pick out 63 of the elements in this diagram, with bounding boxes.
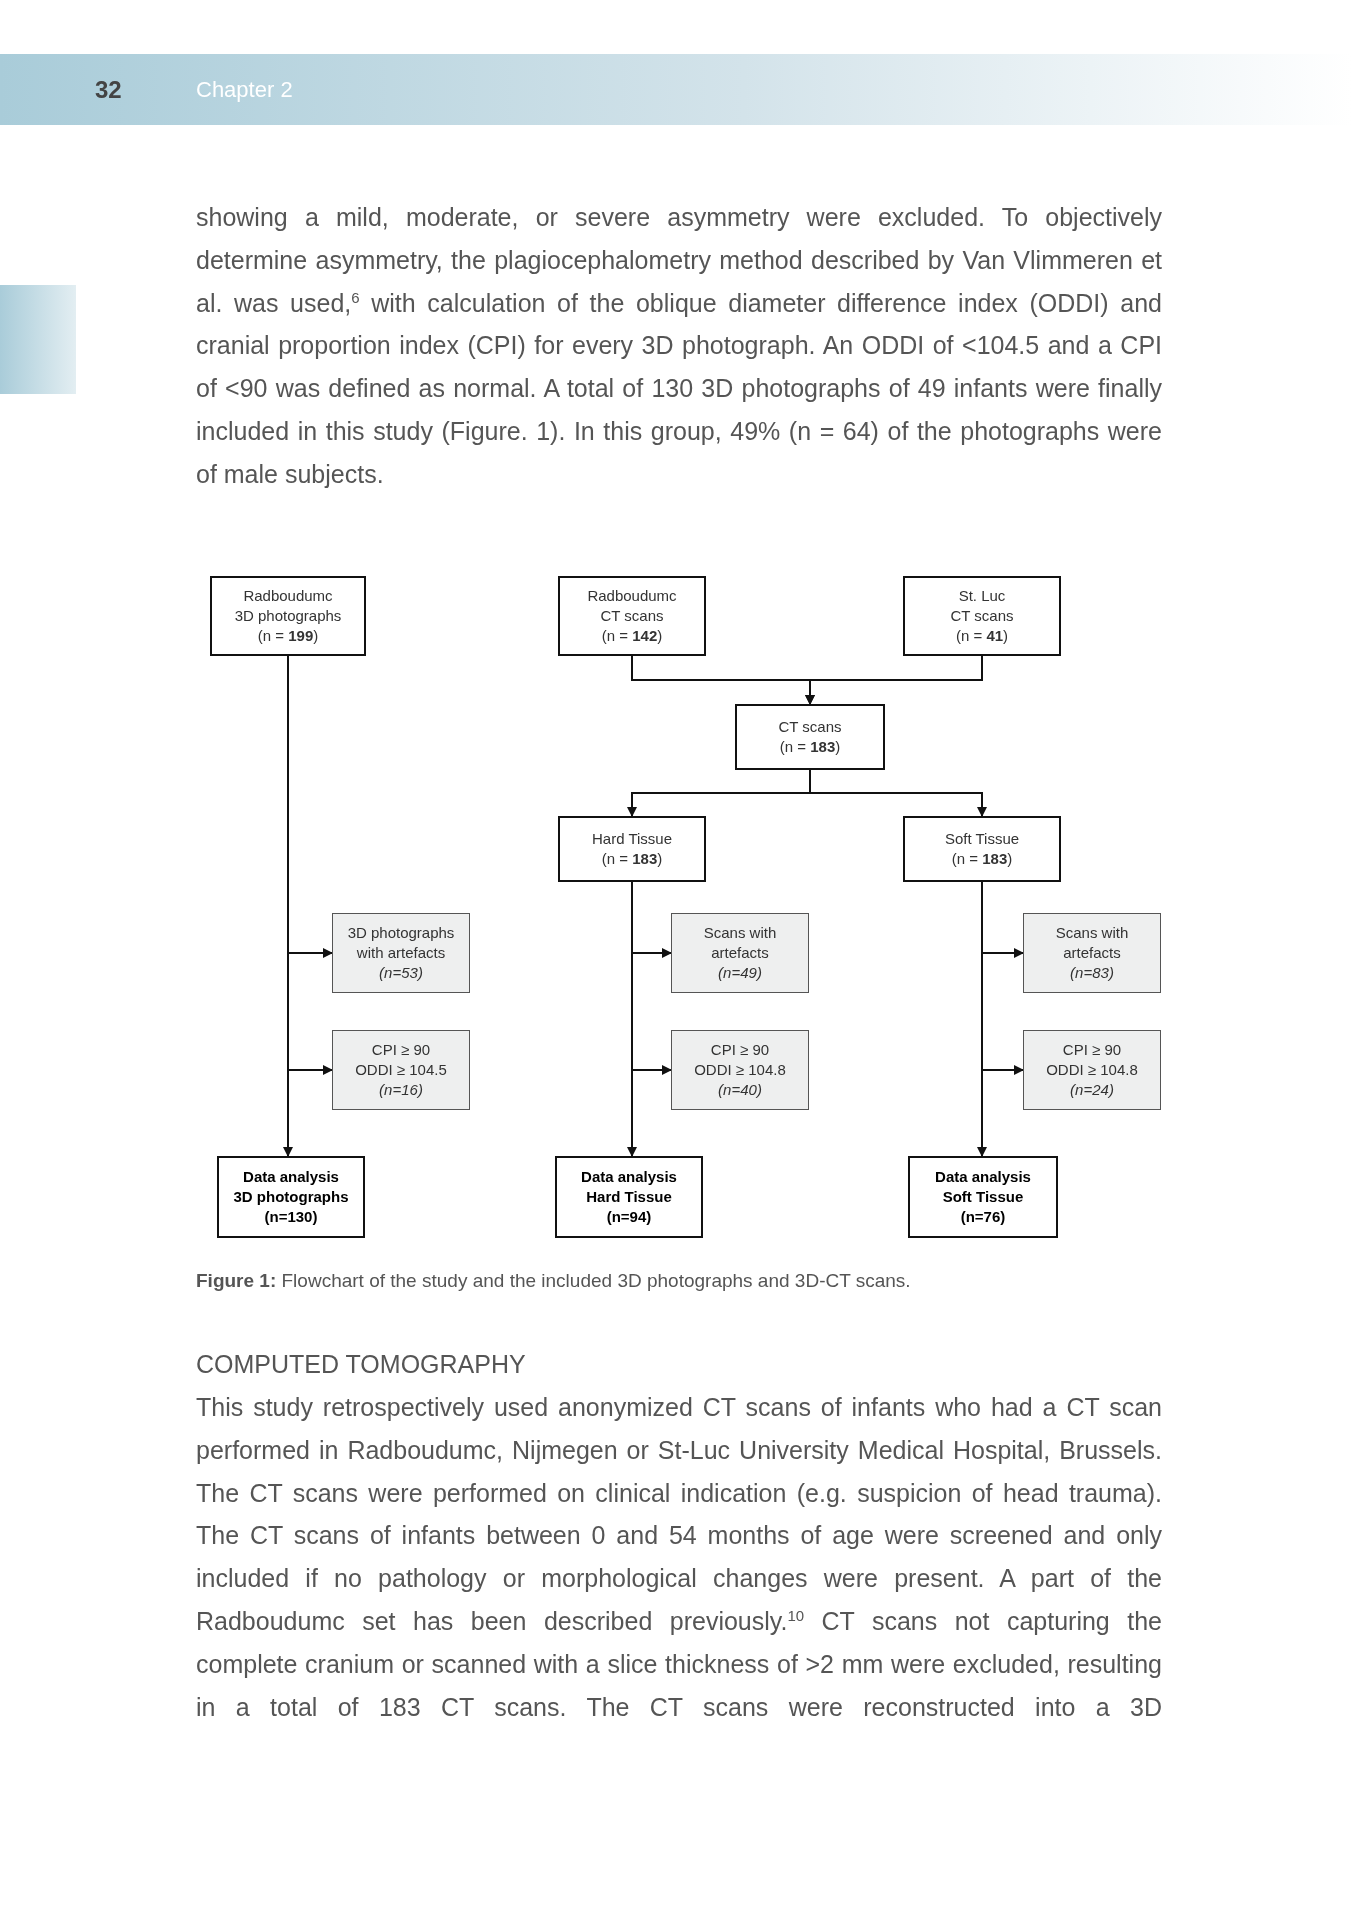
node-label: (n=24)	[1070, 1080, 1114, 1100]
node-label: (n=83)	[1070, 963, 1114, 983]
node-label: CT scans	[600, 606, 664, 626]
node-label: (n=40)	[718, 1080, 762, 1100]
exclusion-box	[332, 1030, 470, 1110]
node-label: (n = 41)	[955, 626, 1009, 646]
node-label: Radboudumc	[587, 586, 677, 606]
node-label: (n=130)	[264, 1207, 318, 1227]
node-label: ODDI ≥ 104.8	[1046, 1060, 1138, 1080]
node-label: Hard Tissue	[586, 1187, 672, 1207]
node-label: Scans with artefacts	[1054, 923, 1130, 963]
arrow	[805, 655, 983, 705]
exclusion-box	[1023, 1030, 1161, 1110]
node-label: (n=94)	[606, 1207, 652, 1227]
process-box	[558, 816, 706, 882]
node-label: 3D photographs	[233, 1187, 349, 1207]
figure-caption: Figure 1: Flowchart of the study and the included 3D photographs and 3D-CT scans.	[196, 1269, 912, 1293]
node-label: CT scans	[778, 717, 842, 737]
result-box	[555, 1156, 703, 1238]
node-label: Soft Tissue	[944, 829, 1020, 849]
body-paragraph: This study retrospectively used anonymized CT scans of infants who had a CT scan performed in Radboudumc, Nijmegen or St-Luc University Medical Hospital, Brussels. The CT scans were performed on clinical indication (e.g. suspicion of head trauma). The CT scans of infants between 0 and 54 months of age were screened and only included if no pathology or morphological changes were present. A part of the Radboudumc set has been described previously.$^{10}$ CT scans not capturing the complete cranium or scanned with a slice thickness of >2 mm were excluded, resulting in a total of 183 CT scans. The CT scans were reconstructed into a 3D	[196, 1392, 1162, 1723]
node-label: St. Luc	[958, 586, 1006, 606]
node-label: CPI ≥ 90	[371, 1040, 431, 1060]
node-label: (n = 183)	[779, 737, 841, 757]
exclusion-box	[1023, 913, 1161, 993]
node-label: (n = 183)	[601, 849, 663, 869]
node-label: Radboudumc	[243, 586, 333, 606]
result-box	[908, 1156, 1058, 1238]
node-label: 3D photographs	[234, 606, 342, 626]
node-label: CT scans	[950, 606, 1014, 626]
node-label: 3D photographs with artefacts	[346, 923, 456, 963]
process-box	[903, 576, 1061, 656]
node-label: Data analysis	[581, 1167, 677, 1187]
node-label: (n=76)	[960, 1207, 1006, 1227]
page-number: 32	[95, 75, 123, 105]
node-label: Data analysis	[243, 1167, 339, 1187]
arrow	[627, 881, 637, 1157]
result-box	[217, 1156, 365, 1238]
chapter-title: Chapter 2	[196, 76, 294, 104]
section-heading: COMPUTED TOMOGRAPHY	[196, 1349, 527, 1380]
node-label: Scans with artefacts	[702, 923, 778, 963]
process-box	[735, 704, 885, 770]
node-label: (n = 199)	[257, 626, 319, 646]
exclusion-box	[332, 913, 470, 993]
node-label: Hard Tissue	[591, 829, 672, 849]
node-label: Data analysis	[935, 1167, 1031, 1187]
node-label: CPI ≥ 90	[1062, 1040, 1122, 1060]
node-label: (n=53)	[379, 963, 423, 983]
process-box	[210, 576, 366, 656]
exclusion-box	[671, 913, 809, 993]
node-label: CPI ≥ 90	[710, 1040, 770, 1060]
node-label: ODDI ≥ 104.5	[355, 1060, 447, 1080]
node-label: (n = 142)	[601, 626, 663, 646]
body-paragraph: showing a mild, moderate, or severe asymmetry were excluded. To objectively determine asymmetry, the plagiocephalometry method described by Van Vlimmeren et al. was used,$^{6}$ with calculation of the oblique diameter difference index (ODDI) and cranial proportion index (CPI) for every 3D photograph. An ODDI of <104.5 and a CPI of <90 was defined as normal. A total of 130 3D photographs of 49 infants were finally included in this study (Figure. 1). In this group, 49% (n = 64) of the photographs were of male subjects.	[196, 202, 1162, 490]
node-label: ODDI ≥ 104.8	[694, 1060, 786, 1080]
node-label: (n=49)	[718, 963, 762, 983]
node-label: (n = 183)	[951, 849, 1013, 869]
node-label: (n=16)	[379, 1080, 423, 1100]
process-box	[558, 576, 706, 656]
arrow	[977, 881, 987, 1157]
exclusion-box	[671, 1030, 809, 1110]
node-label: Soft Tissue	[942, 1187, 1024, 1207]
process-box	[903, 816, 1061, 882]
